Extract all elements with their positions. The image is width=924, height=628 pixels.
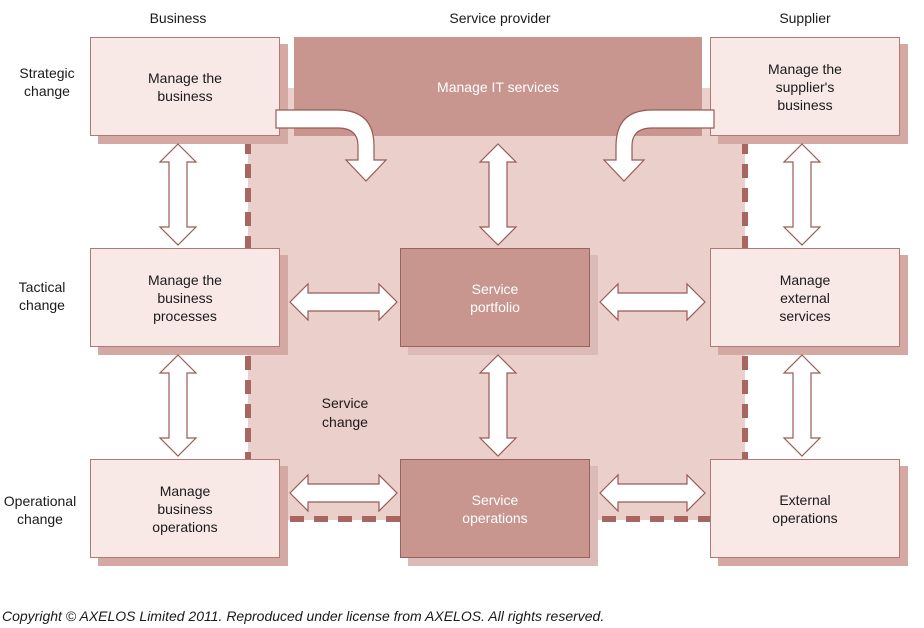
double-arrow-vertical-icon xyxy=(782,354,822,457)
manage-business-box: Manage the business xyxy=(90,37,280,136)
double-arrow-vertical-icon xyxy=(782,143,822,246)
manage-business-label: Manage the business xyxy=(148,69,222,104)
row-label-tactical: Tactical change xyxy=(18,279,66,313)
manage-it-services-label: Manage IT services xyxy=(437,78,559,95)
column-header-business: Business xyxy=(149,10,207,26)
manage-business-operations-label: Manage business operations xyxy=(152,482,218,535)
manage-external-services-label: Manage external services xyxy=(779,271,831,324)
row-label-strategic: Strategic change xyxy=(19,65,75,99)
double-arrow-vertical-icon xyxy=(158,143,198,246)
curved-arrow-supplier-icon xyxy=(602,109,715,182)
column-header-supplier: Supplier xyxy=(779,10,831,26)
row-label-operational: Operational change xyxy=(3,493,77,527)
double-arrow-vertical-icon xyxy=(478,143,518,246)
double-arrow-horizontal-icon xyxy=(289,473,398,513)
curved-arrow-business-icon xyxy=(275,109,388,182)
service-operations-box: Service operations xyxy=(400,459,590,558)
manage-supplier-business-label: Manage the supplier's business xyxy=(768,60,842,113)
double-arrow-vertical-icon xyxy=(158,354,198,457)
service-portfolio-label: Service portfolio xyxy=(470,280,520,315)
manage-external-services-box: Manage external services xyxy=(710,248,900,347)
double-arrow-horizontal-icon xyxy=(289,282,398,322)
double-arrow-vertical-icon xyxy=(478,354,518,457)
manage-business-operations-box: Manage business operations xyxy=(90,459,280,558)
manage-business-processes-label: Manage the business processes xyxy=(148,271,222,324)
double-arrow-horizontal-icon xyxy=(599,473,706,513)
service-operations-label: Service operations xyxy=(462,491,528,526)
service-portfolio-box: Service portfolio xyxy=(400,248,590,347)
service-change-label: Service change xyxy=(321,395,369,430)
external-operations-label: External operations xyxy=(772,491,838,526)
copyright-notice: Copyright © AXELOS Limited 2011. Reprodu… xyxy=(2,608,605,624)
external-operations-box: External operations xyxy=(710,459,900,558)
manage-business-processes-box: Manage the business processes xyxy=(90,248,280,347)
manage-supplier-business-box: Manage the supplier's business xyxy=(710,37,900,136)
column-header-service-provider: Service provider xyxy=(449,10,551,26)
double-arrow-horizontal-icon xyxy=(599,282,706,322)
